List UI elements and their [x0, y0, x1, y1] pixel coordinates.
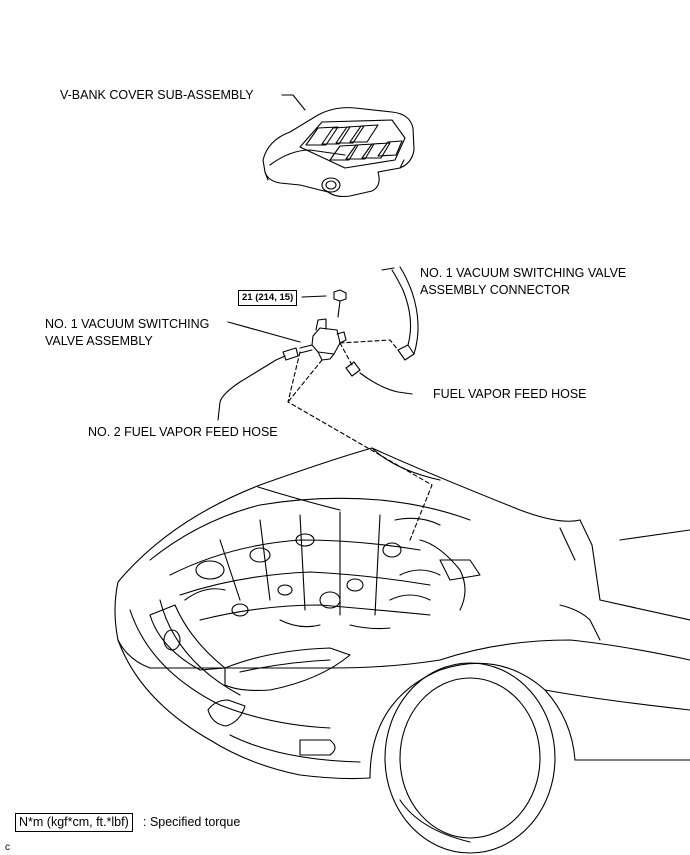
vsv-connector-label-line1: NO. 1 VACUUM SWITCHING VALVE: [420, 266, 627, 280]
vehicle-front-drawing: [114, 447, 690, 854]
vsv-assembly-label-line1: NO. 1 VACUUM SWITCHING: [45, 317, 210, 331]
legend-unit-box: N*m (kgf*cm, ft.*lbf): [15, 813, 133, 832]
no2-fuel-vapor-feed-hose-label: NO. 2 FUEL VAPOR FEED HOSE: [88, 425, 278, 439]
corner-mark: c: [5, 842, 10, 853]
legend-description: : Specified torque: [143, 815, 241, 829]
vsv-assembly-drawing: [217, 266, 433, 541]
fuel-vapor-feed-hose-label: FUEL VAPOR FEED HOSE: [433, 387, 587, 401]
vsv-connector-label-line2: ASSEMBLY CONNECTOR: [420, 283, 571, 297]
vsv-assembly-label-line2: VALVE ASSEMBLY: [45, 334, 153, 348]
vbank-cover-drawing: [262, 94, 415, 198]
vbank-cover-label: V-BANK COVER SUB-ASSEMBLY: [60, 88, 254, 102]
torque-spec-box: 21 (214, 15): [238, 290, 298, 306]
